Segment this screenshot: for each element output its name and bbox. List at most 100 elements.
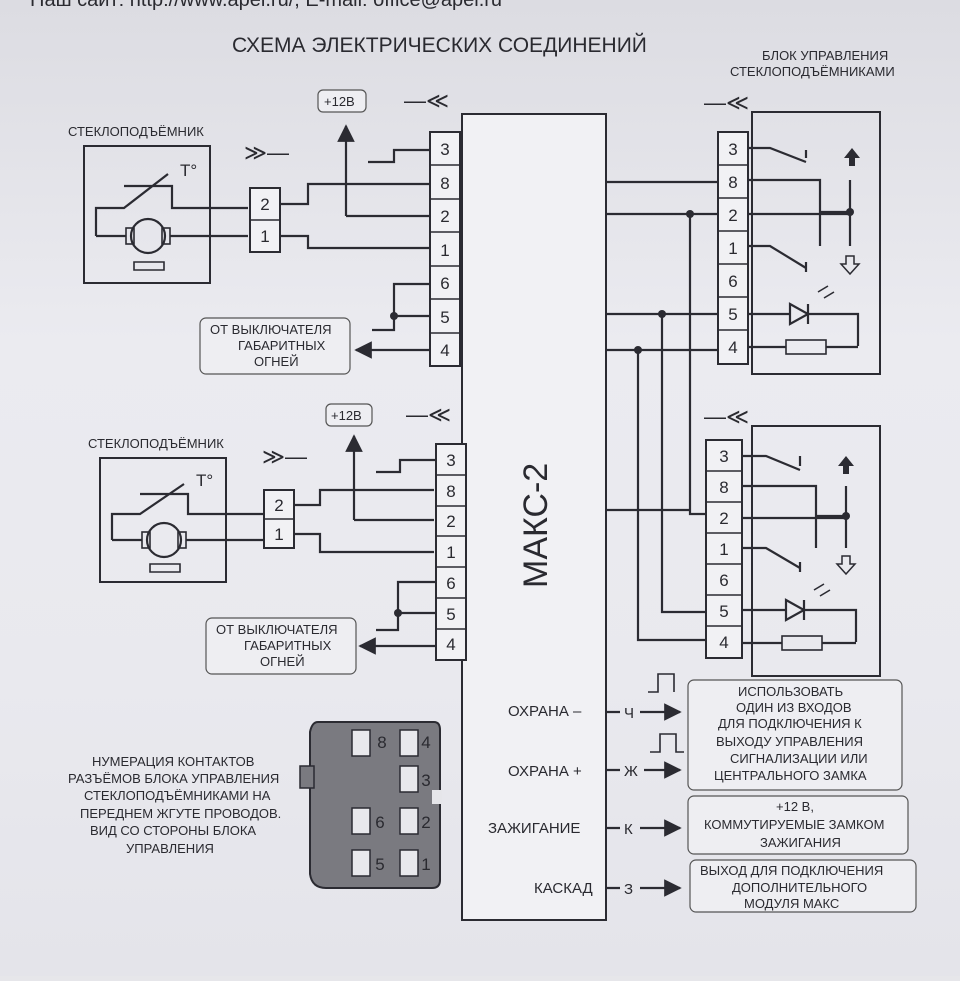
- svg-text:2: 2: [719, 509, 728, 528]
- svg-text:5: 5: [446, 605, 455, 624]
- svg-text:5: 5: [719, 602, 728, 621]
- svg-text:ГАБАРИТНЫХ: ГАБАРИТНЫХ: [238, 338, 326, 353]
- svg-text:ПЕРЕДНЕМ ЖГУТЕ ПРОВОДОВ.: ПЕРЕДНЕМ ЖГУТЕ ПРОВОДОВ.: [80, 806, 281, 821]
- svg-text:6: 6: [375, 813, 384, 832]
- motor-label: СТЕКЛОПОДЪЁМНИК: [68, 124, 204, 139]
- svg-text:ДЛЯ ПОДКЛЮЧЕНИЯ К: ДЛЯ ПОДКЛЮЧЕНИЯ К: [718, 716, 862, 731]
- svg-text:Ч: Ч: [624, 705, 634, 722]
- motor-symbol: [129, 217, 167, 255]
- svg-text:8: 8: [446, 482, 455, 501]
- svg-text:ОТ ВЫКЛЮЧАТЕЛЯ: ОТ ВЫКЛЮЧАТЕЛЯ: [210, 322, 332, 337]
- svg-text:≫—: ≫—: [262, 444, 307, 469]
- svg-text:6: 6: [446, 574, 455, 593]
- svg-text:4: 4: [728, 338, 737, 357]
- svg-text:+12В: +12В: [324, 94, 355, 109]
- connector-top-pins: 3 8 2 1 6 5 4: [430, 140, 460, 360]
- svg-text:ВЫХОДУ УПРАВЛЕНИЯ: ВЫХОДУ УПРАВЛЕНИЯ: [716, 734, 863, 749]
- connector-bottom: [435, 443, 467, 661]
- output-label-guard-plus: ОХРАНА +: [508, 763, 582, 780]
- svg-text:МОДУЛЯ МАКС: МОДУЛЯ МАКС: [744, 896, 839, 911]
- svg-text:2: 2: [421, 813, 430, 832]
- lifter-section-bottom: СТЕКЛОПОДЪЁМНИК T° 2 1 ≫— +12В —≪ 3 8 2 …: [88, 402, 467, 675]
- svg-text:ГАБАРИТНЫХ: ГАБАРИТНЫХ: [244, 638, 332, 653]
- maks2-module: [461, 113, 607, 921]
- up-arrow-icon: [844, 148, 860, 166]
- thermo-label: T°: [180, 161, 197, 180]
- output-label-guard-minus: ОХРАНА –: [508, 703, 582, 720]
- svg-text:Ж: Ж: [624, 763, 638, 780]
- svg-text:РАЗЪЁМОВ БЛОКА УПРАВЛЕНИЯ: РАЗЪЁМОВ БЛОКА УПРАВЛЕНИЯ: [68, 771, 279, 786]
- svg-text:ВИД СО СТОРОНЫ БЛОКА: ВИД СО СТОРОНЫ БЛОКА: [90, 823, 256, 838]
- svg-text:1: 1: [719, 540, 728, 559]
- svg-text:3: 3: [440, 140, 449, 159]
- svg-text:+12В: +12В: [331, 408, 362, 423]
- cascade-note: [689, 859, 917, 913]
- plus12v-tag: [317, 89, 367, 113]
- svg-text:НУМЕРАЦИЯ КОНТАКТОВ: НУМЕРАЦИЯ КОНТАКТОВ: [92, 754, 254, 769]
- svg-text:1: 1: [274, 525, 283, 544]
- svg-text:5: 5: [728, 305, 737, 324]
- svg-text:—≪: —≪: [406, 402, 451, 427]
- svg-text:4: 4: [719, 633, 728, 652]
- arrow-in-symbol: ≫—: [244, 140, 289, 165]
- svg-text:ЗАЖИГАНИЯ: ЗАЖИГАНИЯ: [760, 835, 841, 850]
- svg-text:1: 1: [440, 241, 449, 260]
- svg-text:4: 4: [446, 635, 455, 654]
- svg-text:2: 2: [274, 496, 283, 515]
- svg-text:4: 4: [440, 341, 449, 360]
- svg-text:К: К: [624, 821, 633, 838]
- svg-text:СТЕКЛОПОДЪЁМНИКАМИ НА: СТЕКЛОПОДЪЁМНИКАМИ НА: [84, 788, 271, 803]
- svg-text:2: 2: [440, 207, 449, 226]
- svg-text:5: 5: [440, 308, 449, 327]
- svg-text:ОТ ВЫКЛЮЧАТЕЛЯ: ОТ ВЫКЛЮЧАТЕЛЯ: [216, 622, 338, 637]
- svg-text:ОДИН ИЗ ВХОДОВ: ОДИН ИЗ ВХОДОВ: [736, 700, 852, 715]
- svg-text:3: 3: [446, 451, 455, 470]
- svg-text:4: 4: [421, 733, 430, 752]
- svg-text:1: 1: [446, 543, 455, 562]
- pinout-legend: НУМЕРАЦИЯ КОНТАКТОВ РАЗЪЁМОВ БЛОКА УПРАВ…: [68, 721, 442, 889]
- svg-text:—≪: —≪: [704, 404, 749, 429]
- svg-text:ОГНЕЙ: ОГНЕЙ: [260, 654, 305, 669]
- lifter-section-top: СТЕКЛОПОДЪЁМНИК T° 2 1 ≫— +12В —≪ 3 8 2 …: [68, 88, 461, 375]
- block-title-line-2: СТЕКЛОПОДЪЁМНИКАМИ: [730, 64, 895, 79]
- svg-text:8: 8: [440, 174, 449, 193]
- diagram-title: СХЕМА ЭЛЕКТРИЧЕСКИХ СОЕДИНЕНИЙ: [232, 33, 647, 57]
- svg-text:УПРАВЛЕНИЯ: УПРАВЛЕНИЯ: [126, 841, 214, 856]
- svg-text:3: 3: [728, 140, 737, 159]
- svg-text:СТЕКЛОПОДЪЁМНИК: СТЕКЛОПОДЪЁМНИК: [88, 436, 224, 451]
- svg-text:2: 2: [728, 206, 737, 225]
- ignition-note: [687, 795, 909, 855]
- svg-text:6: 6: [719, 571, 728, 590]
- svg-text:2: 2: [260, 195, 269, 214]
- svg-text:3: 3: [719, 447, 728, 466]
- svg-text:1: 1: [421, 855, 430, 874]
- svg-text:З: З: [624, 881, 633, 898]
- svg-text:ОГНЕЙ: ОГНЕЙ: [254, 354, 299, 369]
- svg-text:8: 8: [719, 478, 728, 497]
- block-title-line-1: БЛОК УПРАВЛЕНИЯ: [762, 48, 888, 63]
- control-block-top: —≪ 3 8 2 1 6 5 4: [704, 90, 881, 375]
- output-label-cascade: КАСКАД: [534, 880, 593, 897]
- maks2-label: МАКС-2: [517, 463, 555, 588]
- site-line: Наш сайт: http://www.apel.ru/, E-mail: o…: [30, 0, 502, 11]
- svg-text:8: 8: [377, 733, 386, 752]
- connector-housing: [309, 721, 441, 889]
- svg-text:2: 2: [446, 512, 455, 531]
- connector-bottom-pins: 3 8 2 1 6 5 4: [436, 451, 466, 654]
- svg-text:5: 5: [375, 855, 384, 874]
- svg-text:КОММУТИРУЕМЫЕ ЗАМКОМ: КОММУТИРУЕМЫЕ ЗАМКОМ: [704, 817, 884, 832]
- svg-text:ЦЕНТРАЛЬНОГО ЗАМКА: ЦЕНТРАЛЬНОГО ЗАМКА: [714, 768, 867, 783]
- security-note: [687, 679, 903, 791]
- svg-text:—≪: —≪: [704, 90, 749, 115]
- motor-frame: [83, 145, 211, 284]
- svg-text:1: 1: [728, 239, 737, 258]
- parking-lights-note-2: [205, 617, 357, 675]
- svg-text:ДОПОЛНИТЕЛЬНОГО: ДОПОЛНИТЕЛЬНОГО: [732, 880, 867, 895]
- control-block-bottom: —≪ 3 8 2 1 6 5 4: [704, 404, 881, 677]
- led-icon: [748, 302, 860, 346]
- down-arrow-icon: [839, 255, 861, 276]
- svg-text:8: 8: [728, 173, 737, 192]
- output-label-ignition: ЗАЖИГАНИЕ: [488, 820, 580, 837]
